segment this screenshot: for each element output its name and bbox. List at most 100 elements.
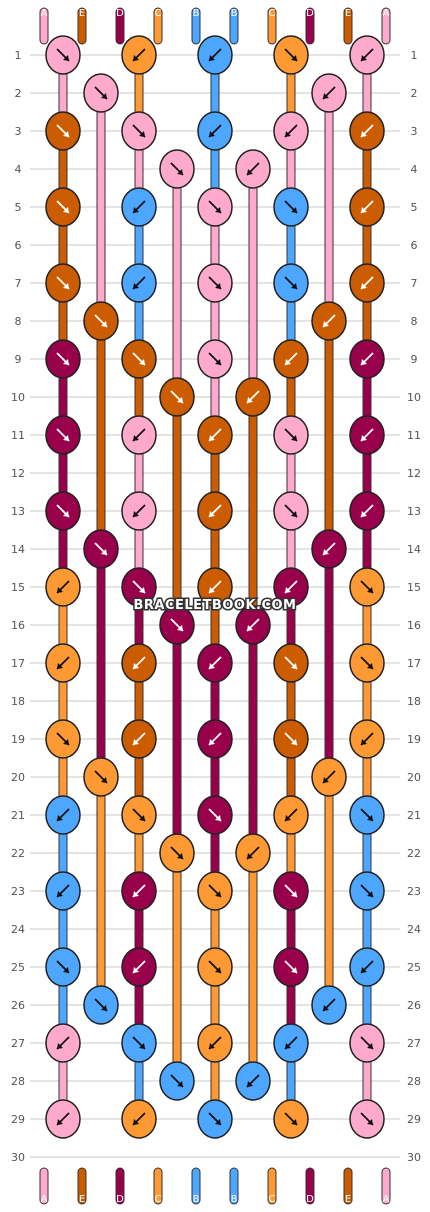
row-number-right: 21: [407, 809, 421, 822]
arrow-head-icon: [177, 625, 183, 631]
arrow-head-icon: [133, 891, 139, 897]
arrow-head-icon: [57, 1119, 63, 1125]
arrow-head-icon: [215, 815, 221, 821]
arrow-head-icon: [101, 93, 107, 99]
row-number-right: 10: [407, 391, 421, 404]
row-number-left: 15: [11, 581, 25, 594]
knot-se: [45, 339, 81, 379]
row-number-left: 8: [15, 315, 22, 328]
knot-sw: [349, 339, 385, 379]
knot-sw: [235, 605, 271, 645]
row-number-left: 21: [11, 809, 25, 822]
arrow-head-icon: [215, 283, 221, 289]
row-number-right: 19: [407, 733, 421, 746]
row-number-left: 16: [11, 619, 25, 632]
arrow-head-icon: [361, 359, 367, 365]
arrow-head-icon: [361, 55, 367, 61]
arrow-head-icon: [367, 1119, 373, 1125]
top-string-label: B: [193, 8, 200, 19]
knot-sw: [45, 795, 81, 835]
knot-se: [197, 263, 233, 303]
arrow-head-icon: [139, 587, 145, 593]
top-string-label: E: [345, 8, 351, 19]
knot-se: [273, 719, 309, 759]
row-number-left: 10: [11, 391, 25, 404]
row-number-left: 28: [11, 1075, 25, 1088]
arrow-head-icon: [215, 891, 221, 897]
arrow-head-icon: [63, 739, 69, 745]
top-string-label: C: [269, 8, 276, 19]
knot-se: [349, 871, 385, 911]
arrow-head-icon: [291, 891, 297, 897]
arrow-head-icon: [139, 1043, 145, 1049]
knot-se: [45, 263, 81, 303]
arrow-head-icon: [63, 435, 69, 441]
knot-se: [273, 947, 309, 987]
arrow-head-icon: [133, 283, 139, 289]
row-number-right: 3: [411, 125, 418, 138]
arrow-head-icon: [247, 397, 253, 403]
knot-se: [45, 111, 81, 151]
row-number-left: 5: [15, 201, 22, 214]
knot-se: [273, 187, 309, 227]
arrow-head-icon: [133, 739, 139, 745]
knot-se: [83, 757, 119, 797]
top-string-label: B: [231, 8, 238, 19]
row-number-left: 29: [11, 1113, 25, 1126]
knot-sw: [349, 719, 385, 759]
knot-se: [121, 1023, 157, 1063]
arrow-head-icon: [361, 435, 367, 441]
row-number-right: 26: [407, 999, 421, 1012]
row-number-left: 7: [15, 277, 22, 290]
row-number-right: 22: [407, 847, 421, 860]
knot-sw: [349, 35, 385, 75]
knot-sw: [311, 985, 347, 1025]
row-number-left: 9: [15, 353, 22, 366]
arrow-head-icon: [133, 967, 139, 973]
top-string-label: E: [79, 8, 85, 19]
bottom-string-label: E: [345, 1194, 351, 1205]
arrow-head-icon: [57, 815, 63, 821]
arrow-head-icon: [247, 853, 253, 859]
knot-se: [273, 491, 309, 531]
top-string-label: A: [41, 8, 48, 19]
knot-sw: [311, 757, 347, 797]
arrow-head-icon: [63, 359, 69, 365]
row-number-right: 25: [407, 961, 421, 974]
arrow-head-icon: [291, 1119, 297, 1125]
arrow-head-icon: [323, 1005, 329, 1011]
knot-sw: [235, 377, 271, 417]
knot-se: [349, 1099, 385, 1139]
arrow-head-icon: [209, 55, 215, 61]
knot-se: [273, 871, 309, 911]
bottom-string-label: C: [269, 1194, 276, 1205]
arrow-head-icon: [291, 283, 297, 289]
arrow-head-icon: [367, 1043, 373, 1049]
arrow-head-icon: [361, 967, 367, 973]
knot-se: [121, 111, 157, 151]
knot-sw: [311, 529, 347, 569]
knot-sw: [349, 491, 385, 531]
knot-se: [45, 947, 81, 987]
arrow-head-icon: [285, 815, 291, 821]
arrow-head-icon: [361, 207, 367, 213]
arrow-head-icon: [177, 1081, 183, 1087]
knot-se: [349, 1023, 385, 1063]
arrow-head-icon: [101, 549, 107, 555]
knot-se: [45, 719, 81, 759]
row-number-left: 6: [15, 239, 22, 252]
row-number-left: 4: [15, 163, 22, 176]
row-number-right: 14: [407, 543, 421, 556]
arrow-head-icon: [367, 663, 373, 669]
arrow-head-icon: [367, 891, 373, 897]
arrow-head-icon: [139, 359, 145, 365]
row-number-right: 29: [407, 1113, 421, 1126]
arrow-head-icon: [215, 359, 221, 365]
row-number-right: 2: [411, 87, 418, 100]
knot-sw: [197, 643, 233, 683]
arrow-head-icon: [63, 55, 69, 61]
arrow-head-icon: [291, 663, 297, 669]
arrow-head-icon: [209, 435, 215, 441]
arrow-head-icon: [209, 131, 215, 137]
